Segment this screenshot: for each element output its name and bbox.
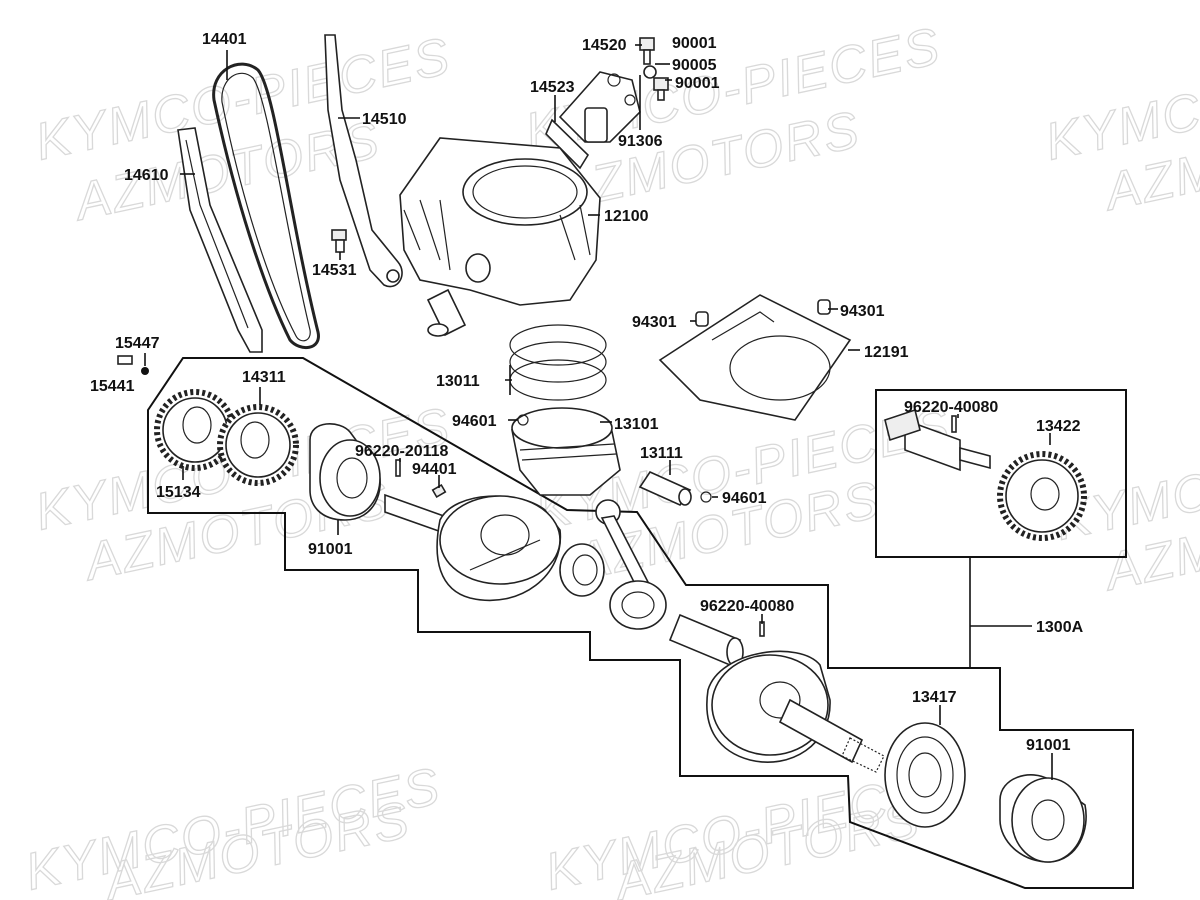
cylinder-dowel: [426, 288, 467, 337]
label-15441: 15441: [90, 378, 135, 395]
crank-pin-small: [759, 621, 765, 637]
label-12100: 12100: [604, 208, 649, 225]
crank-pin: [395, 459, 401, 477]
kit-gear: [997, 451, 1087, 541]
crank-bearing-left: [309, 423, 381, 521]
label-1300A: 1300A: [1036, 619, 1084, 636]
crankshaft-group-outline: [147, 357, 1134, 889]
label-90001-top: 90001: [672, 35, 717, 52]
tensioner-bolts: [639, 37, 669, 101]
label-94301-right: 94301: [840, 303, 885, 320]
chain-guide: [177, 127, 263, 353]
cylinder-gasket: [658, 294, 852, 421]
label-94601-right: 94601: [722, 490, 767, 507]
label-14520: 14520: [582, 37, 627, 54]
kit-leader: [969, 557, 1032, 668]
crank-bearing-right: [999, 774, 1087, 863]
kit-balancer-shaft: [884, 408, 991, 472]
label-94401: 94401: [412, 461, 457, 478]
rod-bearing: [559, 543, 605, 597]
piston: [511, 407, 621, 496]
piston-rings: [509, 324, 607, 401]
label-94601-left: 94601: [452, 413, 497, 430]
pivot-bolt: [331, 229, 347, 253]
label-94301-left: 94301: [632, 314, 677, 331]
crankshaft-kit-box: [875, 389, 1127, 558]
gasket-chain-window: [711, 311, 775, 341]
label-14311: 14311: [242, 369, 286, 386]
piston-pin: [638, 470, 692, 507]
label-12191: 12191: [864, 344, 909, 361]
label-14610: 14610: [124, 167, 169, 184]
tensioner-slipper: [324, 34, 403, 288]
label-14510: 14510: [362, 111, 407, 128]
oil-seal: [884, 722, 966, 828]
label-96220-40080: 96220-40080: [700, 598, 794, 615]
label-91001-right: 91001: [1026, 737, 1071, 754]
label-96220-40080-kit: 96220-40080: [904, 399, 998, 416]
slipper-pivot: [386, 269, 400, 283]
label-13417: 13417: [912, 689, 957, 706]
label-13111: 13111: [640, 445, 683, 462]
timing-chain: [212, 62, 320, 349]
crankshaft-left-half: [384, 493, 562, 602]
label-13011: 13011: [436, 373, 480, 390]
crankpin: [668, 613, 744, 667]
label-13422: 13422: [1036, 418, 1081, 435]
connecting-rod: [595, 499, 667, 630]
cylinder-block: [399, 137, 601, 306]
timing-sprocket: [217, 404, 299, 486]
label-14523: 14523: [530, 79, 575, 96]
crankshaft-right-half: [706, 650, 885, 773]
label-90001-bottom: 90001: [675, 75, 720, 92]
dowel-pins: [695, 299, 831, 327]
label-91001-left: 91001: [308, 541, 353, 558]
label-15134: 15134: [156, 484, 201, 501]
label-14531: 14531: [312, 262, 357, 279]
leader-lines: [144, 44, 1053, 780]
tensioner-gasket: [545, 118, 590, 170]
gear-bolt: [117, 355, 149, 375]
label-15447: 15447: [115, 335, 160, 352]
label-96220-20118: 96220-20118: [355, 443, 449, 460]
label-91306: 91306: [618, 133, 663, 150]
woodruff-key: [431, 483, 447, 499]
piston-circlip: [700, 491, 712, 503]
label-90005: 90005: [672, 57, 717, 74]
label-13101: 13101: [614, 416, 659, 433]
label-14401: 14401: [202, 31, 247, 48]
chain-guide-rib: [185, 139, 249, 329]
